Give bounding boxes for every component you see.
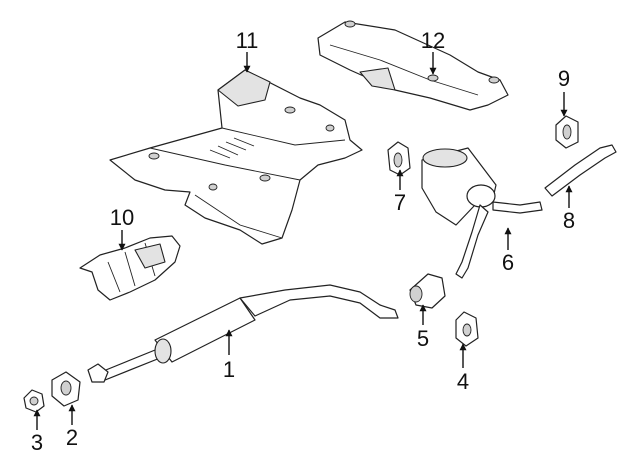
callout-number-8: 8 (563, 208, 575, 233)
heat-shield-12 (317, 20, 509, 111)
heat-shield-11 (109, 69, 363, 245)
callout-number-2: 2 (66, 425, 78, 450)
tailpipe-8 (544, 144, 617, 197)
callout-number-5: 5 (417, 326, 429, 351)
clamp-5 (409, 273, 446, 309)
callout-number-3: 3 (31, 430, 43, 455)
gasket-2 (51, 371, 81, 407)
heat-shield-10 (79, 235, 181, 301)
callout-number-4: 4 (457, 369, 469, 394)
callout-number-12: 12 (421, 28, 445, 53)
callout-number-7: 7 (394, 190, 406, 215)
callout-number-6: 6 (502, 250, 514, 275)
hanger-9 (555, 115, 579, 149)
muffler-6 (421, 147, 543, 279)
callout-number-10: 10 (110, 205, 134, 230)
callout-number-1: 1 (223, 357, 235, 382)
callout-number-11: 11 (236, 28, 259, 53)
resonator-pipe-1 (87, 284, 399, 383)
callout-labels: 1 2 3 4 5 6 7 8 9 10 11 12 (31, 28, 575, 455)
callout-lines (33, 52, 573, 430)
callout-number-9: 9 (558, 66, 570, 91)
clamp-4 (455, 311, 479, 347)
nut-3 (23, 389, 45, 413)
hanger-7 (387, 141, 411, 176)
